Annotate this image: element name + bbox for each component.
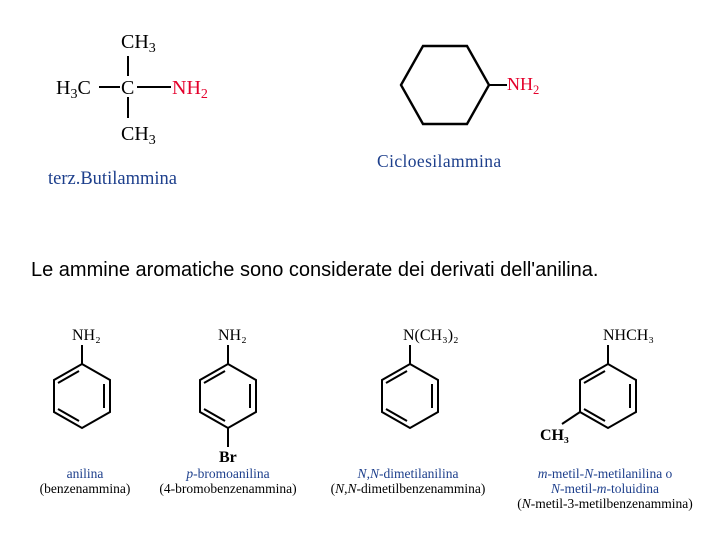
aniline-iupac-name: (benzenammina) [39,481,131,496]
methylaniline-nhch3-label: NHCH₃ [603,327,654,344]
methylaniline-name-2: N-metil-m-toluidina [550,481,659,496]
aromatic-amines-sentence: Le ammine aromatiche sono considerate de… [31,259,599,281]
tbutyl-name: terz.Butilammina [48,169,177,189]
methylaniline-iupac-name: (N-metil-3-metilbenzenammina) [517,496,693,511]
tbutyl-nh2: NH2 [172,77,208,103]
dimethylaniline-name: N,N-dimetilanilina [357,466,459,481]
dimethylaniline-caption: N,N-dimetilanilina (N,N-dimetilbenzenamm… [316,466,500,496]
cyclohexyl-nh2: NH2 [507,74,540,97]
tbutyl-center-c: C [121,77,135,99]
dimethylaniline-iupac-name: (N,N-dimetilbenzenammina) [330,481,486,496]
bromoaniline-nh2-label: NH₂ [218,327,247,344]
bromoaniline-br-label: Br [219,449,237,466]
tbutyl-ch3-top: CH3 [121,31,156,57]
aniline-name: anilina [66,466,104,481]
tbutyl-h3c-left: H3C [56,77,91,103]
dimethylaniline-structure [381,345,439,430]
dimethylaniline-n-label: N(CH₃)₂ [403,327,459,344]
p-bromoaniline-structure [199,345,257,447]
tbutyl-ch3-bottom: CH3 [121,123,156,149]
cyclohexyl-name: Cicloesilammina [377,151,502,171]
methylaniline-ch3-label: CH₃ [540,427,569,444]
bromoaniline-iupac-name: (4-bromobenzenammina) [159,481,297,496]
aniline-structure [53,345,111,430]
bromoaniline-caption: p-bromoanilina (4-bromobenzenammina) [148,466,308,496]
bromoaniline-name: p-bromoanilina [186,466,270,481]
methylaniline-name-1: m-metil-N-metilanilina o [537,466,673,481]
aniline-nh2-label: NH₂ [72,327,101,344]
m-methyl-n-methylaniline-structure [561,345,637,430]
aniline-caption: anilina (benzenammina) [20,466,150,496]
methylaniline-caption: m-metil-N-metilanilina o N-metil-m-tolui… [505,466,705,511]
